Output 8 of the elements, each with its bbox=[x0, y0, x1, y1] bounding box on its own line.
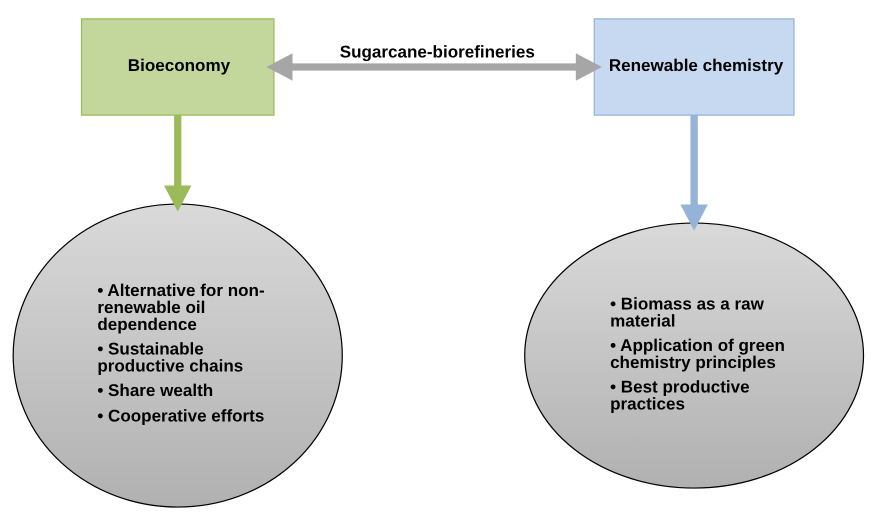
node-box: Bioeconomy bbox=[80, 18, 275, 116]
node-circle: • Alternative for non-renewable oil dependence • Sustainable productive chains • Share wealth • Cooperative efforts bbox=[12, 202, 343, 508]
arrow bbox=[266, 52, 602, 80]
node-box: Renewable chemistry bbox=[594, 18, 795, 116]
edge-label: Sugarcane-biorefineries bbox=[340, 42, 535, 61]
arrow bbox=[680, 114, 708, 230]
arrow bbox=[164, 114, 192, 212]
node-ellipse: • Biomass as a raw material • Application of green chemistry principles • Best productive practices bbox=[524, 222, 864, 488]
